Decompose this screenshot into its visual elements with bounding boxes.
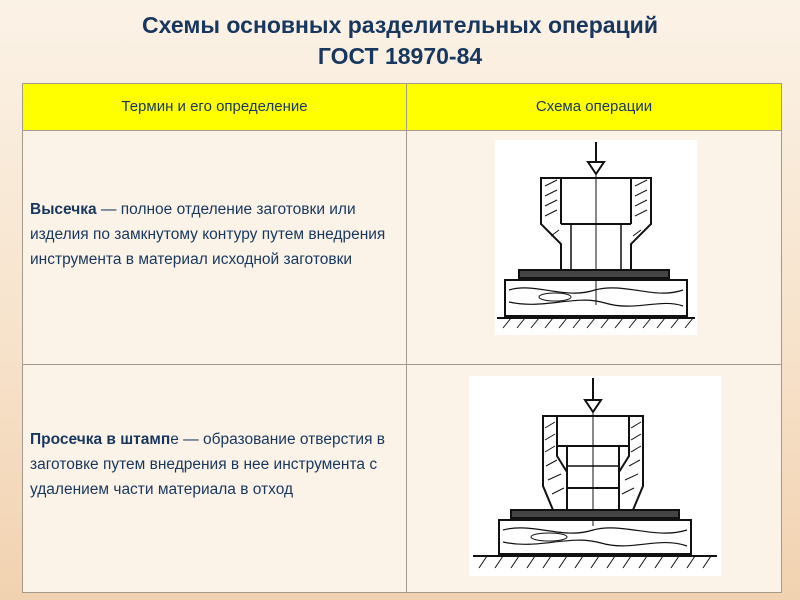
- sheet-blank: [510, 509, 680, 519]
- wood-grain-2: [508, 299, 684, 307]
- wood-grain-1: [502, 527, 688, 534]
- title-line-2: ГОСТ 18970-84: [317, 43, 483, 69]
- header-scheme: Схема операции: [535, 98, 653, 115]
- definition-body: — полное отделение заготовки или изделия…: [30, 201, 386, 268]
- definition-text: Просечка в штампе — образование отверсти…: [30, 427, 400, 502]
- table-row: Высечка — полное отделение заготовки или…: [23, 131, 781, 365]
- holder-right: [618, 415, 644, 511]
- piercing-scheme-diagram: [469, 376, 721, 576]
- slide-title: Схемы основных разделительных операций Г…: [0, 10, 800, 72]
- punch-body: [566, 445, 620, 489]
- operations-table: Термин и его определение Схема операции …: [22, 83, 782, 593]
- wood-grain-2: [502, 539, 688, 547]
- title-line-1: Схемы основных разделительных операций: [142, 12, 658, 38]
- blanking-scheme-diagram: [495, 140, 697, 335]
- holder-left: [542, 415, 568, 511]
- blanking-scheme-svg: [497, 142, 695, 329]
- definition-text: Высечка — полное отделение заготовки или…: [30, 197, 400, 272]
- force-arrow-head: [586, 161, 606, 176]
- sheet-blank: [518, 269, 670, 279]
- support-block: [504, 279, 688, 317]
- table-row: Просечка в штампе — образование отверсти…: [23, 365, 781, 592]
- wood-knot: [530, 532, 568, 542]
- term-label: Высечка: [30, 201, 97, 218]
- force-arrow-head: [583, 399, 603, 414]
- table-header: Термин и его определение Схема операции: [23, 84, 781, 131]
- header-term: Термин и его определение: [23, 84, 407, 130]
- piercing-scheme-svg: [473, 378, 717, 569]
- wood-knot: [538, 292, 572, 302]
- wood-grain-1: [508, 287, 684, 294]
- column-divider: [406, 131, 407, 364]
- column-divider: [406, 365, 407, 592]
- die-block: [498, 519, 692, 555]
- definition-body: е — образование отверстия в заготовке пу…: [30, 431, 386, 498]
- term-label: Просечка в штамп: [30, 431, 171, 448]
